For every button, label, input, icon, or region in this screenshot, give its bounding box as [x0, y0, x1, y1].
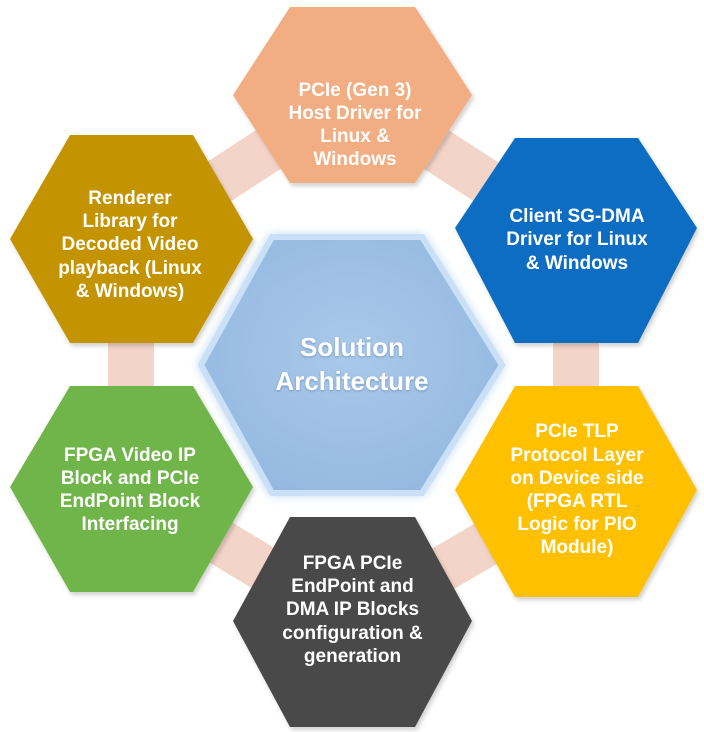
hexagon-bottom [233, 517, 472, 727]
hexagon-upper-right [455, 138, 697, 343]
hexagon-lower-right [455, 386, 697, 597]
hexagon-lower-left [10, 386, 253, 592]
hexagon-upper-left [10, 135, 253, 343]
hexagon-top [233, 7, 472, 183]
center-hexagon [197, 234, 506, 496]
